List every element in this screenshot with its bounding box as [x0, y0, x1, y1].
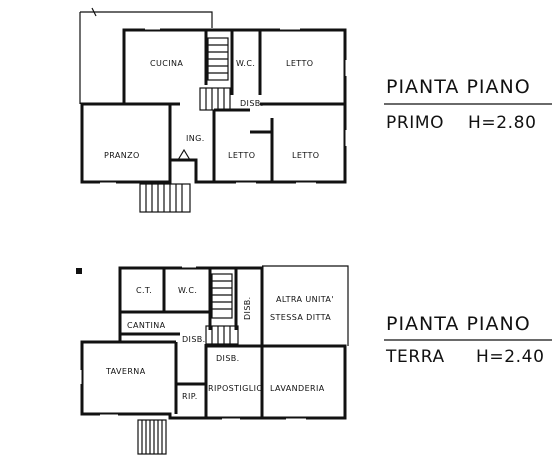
room-label-ing: ING. — [186, 134, 205, 143]
room-label-cucina: CUCINA — [150, 59, 183, 68]
room-label-altra-unita: ALTRA UNITA' — [276, 295, 334, 304]
terrace-mark — [91, 7, 97, 17]
ground-floor-entry-stair — [137, 419, 167, 455]
ground-floor-level-label: TERRA — [385, 347, 445, 367]
first-floor-entry-stair — [139, 148, 191, 213]
ground-floor-title: PIANTA PIANO — [386, 313, 531, 335]
first-floor-plan: CUCINA W.C. LETTO DISB. PRANZO ING. LETT… — [79, 7, 349, 213]
first-floor-stair — [199, 37, 231, 111]
ground-floor-marker — [76, 268, 82, 274]
first-floor-windows — [100, 26, 349, 186]
room-label-disb-vertical: DISB. — [243, 296, 252, 320]
room-label-pranzo: PRANZO — [104, 151, 140, 160]
room-label-wc-ground: W.C. — [178, 286, 197, 295]
ground-floor-plan: C.T. W.C. DISB. ALTRA UNITA' STESSA DITT… — [76, 264, 349, 455]
ground-floor-height: H=2.40 — [476, 347, 544, 367]
room-label-lavanderia: LAVANDERIA — [270, 384, 325, 393]
room-label-rip: RIP. — [182, 392, 198, 401]
room-label-ripostiglio: RIPOSTIGLIO — [208, 384, 263, 393]
adjacent-unit-outline — [262, 265, 349, 346]
first-floor-level-label: PRIMO — [386, 113, 444, 133]
ground-floor-windows — [78, 264, 306, 422]
room-label-disb-left: DISB. — [182, 335, 206, 344]
first-floor-height: H=2.80 — [468, 113, 536, 133]
room-label-letto-bottom-left: LETTO — [228, 151, 255, 160]
lavanderia-walls — [262, 344, 347, 420]
room-label-stessa-ditta: STESSA DITTA — [270, 313, 331, 322]
room-label-letto-bottom-right: LETTO — [292, 151, 319, 160]
room-label-letto-top: LETTO — [286, 59, 313, 68]
ground-floor-stair — [205, 273, 239, 345]
room-label-disb-first: DISB. — [240, 99, 264, 108]
room-label-ct: C.T. — [136, 286, 152, 295]
first-floor-title: PIANTA PIANO — [386, 76, 531, 98]
room-label-disb-center: DISB. — [216, 354, 240, 363]
room-label-taverna: TAVERNA — [105, 367, 146, 376]
room-label-wc-first: W.C. — [236, 59, 255, 68]
room-label-cantina: CANTINA — [127, 321, 166, 330]
terrace-outline — [80, 11, 213, 28]
